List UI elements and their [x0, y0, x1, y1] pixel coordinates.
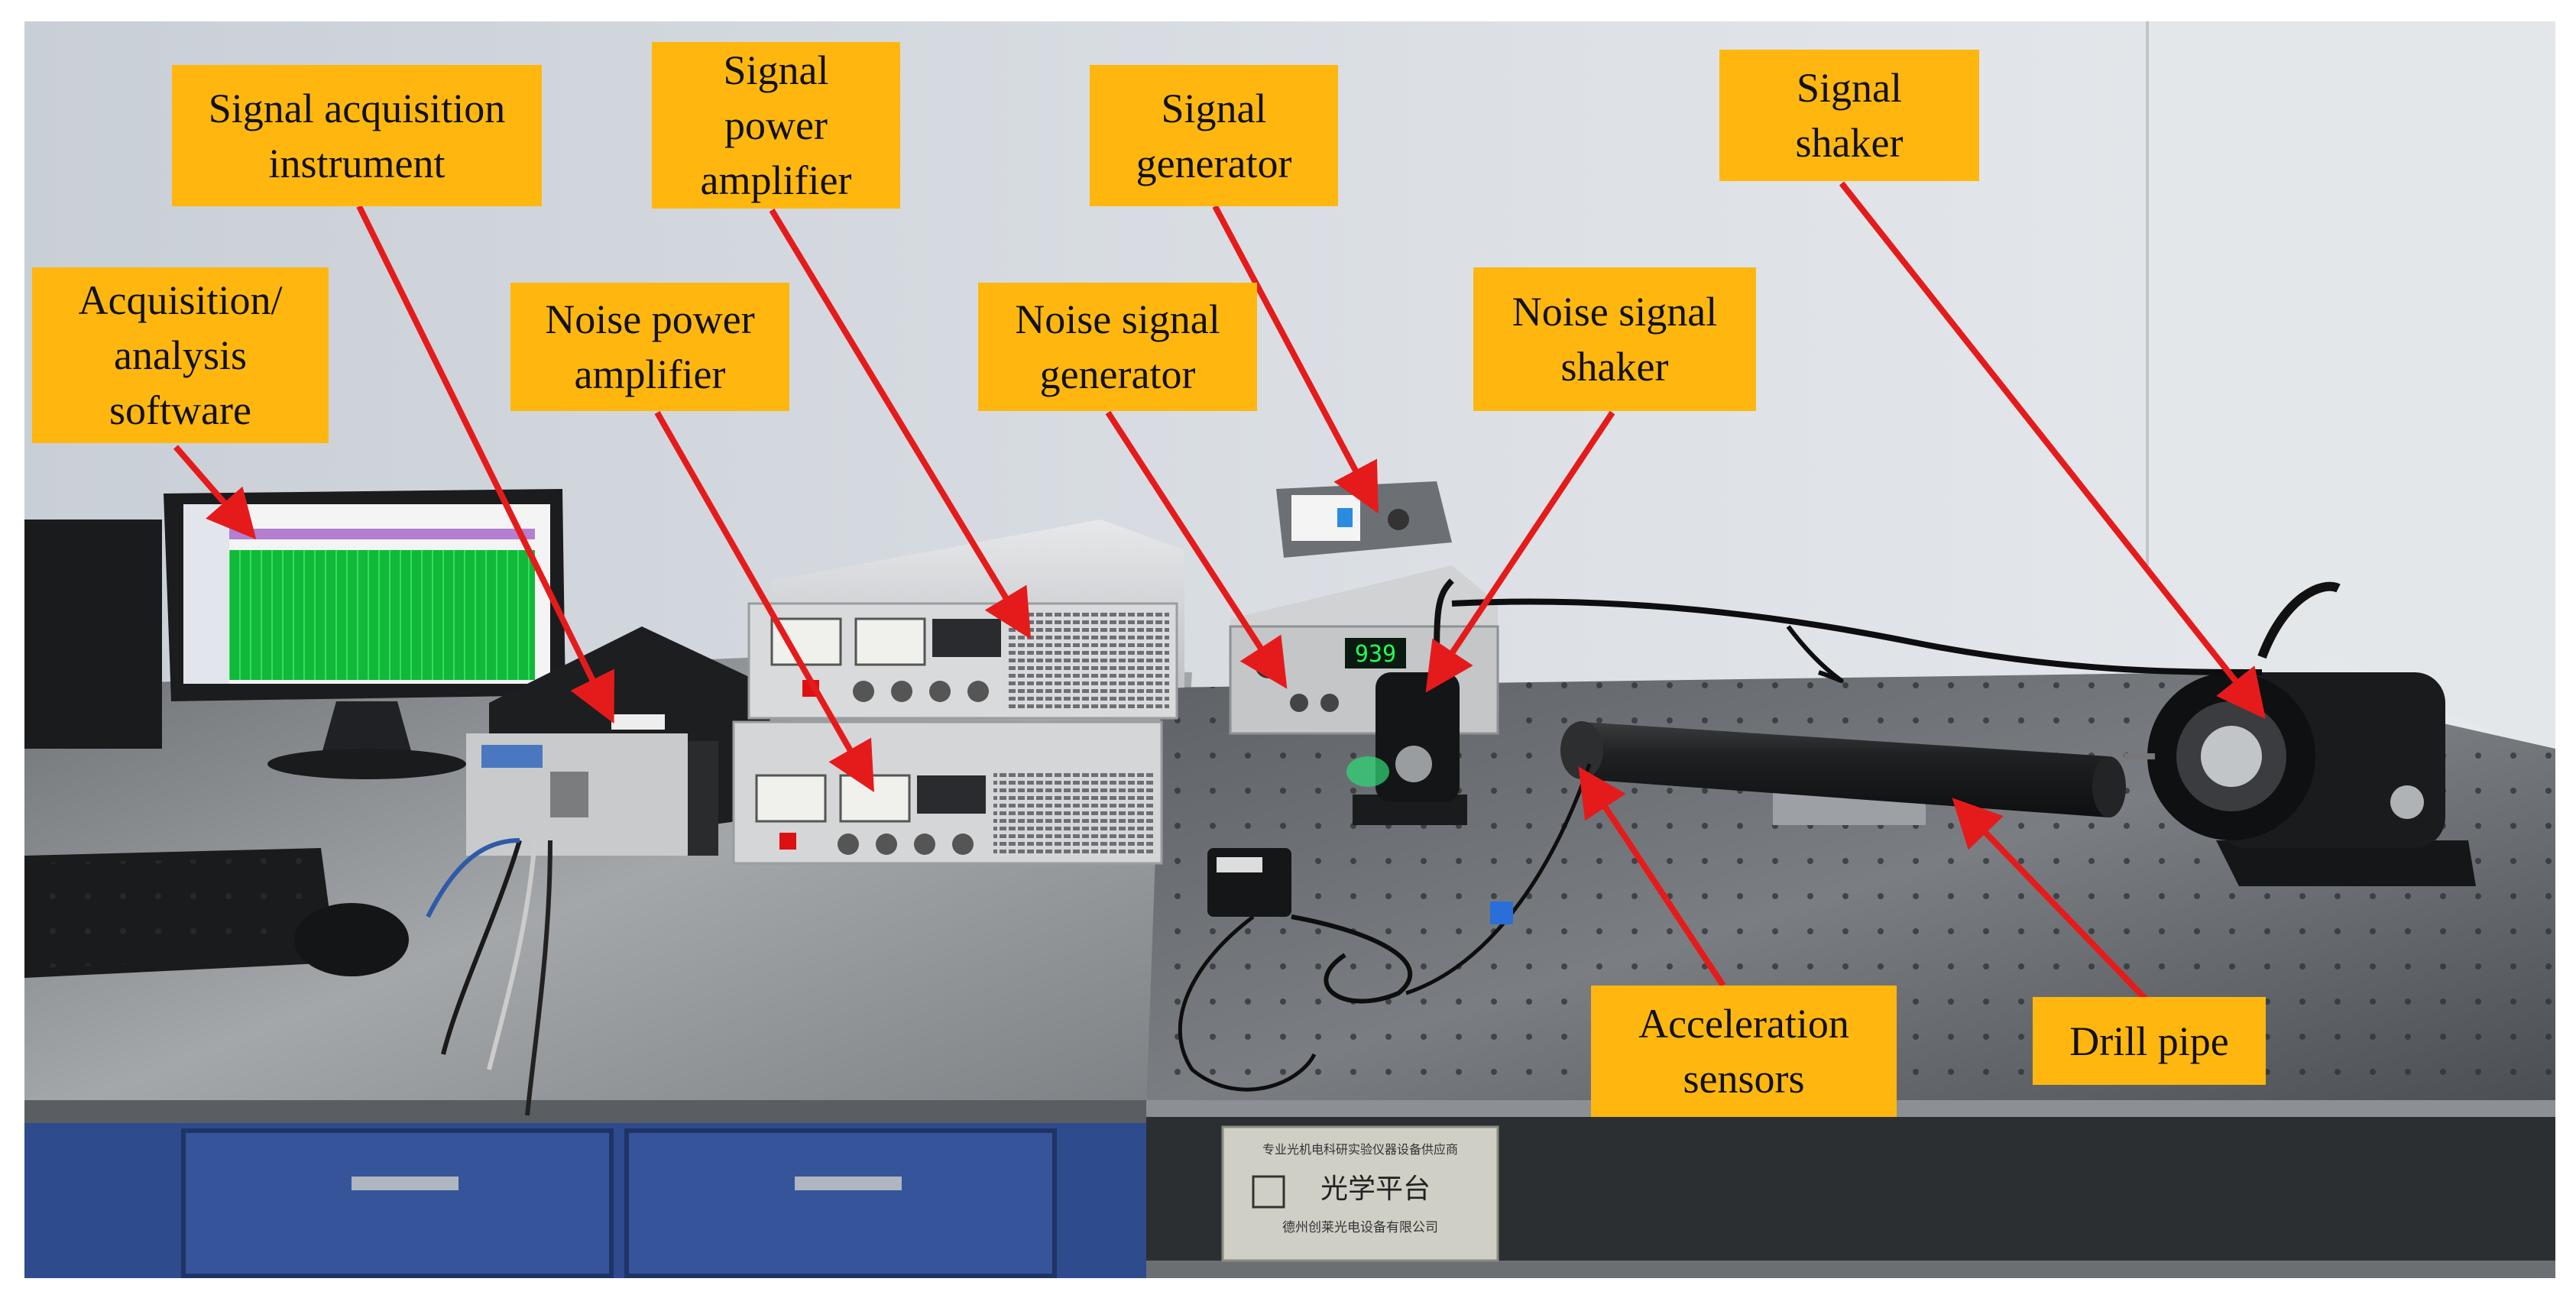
arrow-signal-power-amp [769, 208, 1032, 639]
label-drill-pipe: Drill pipe [2033, 997, 2266, 1085]
noise-shaker-unit [1346, 578, 1467, 825]
arrow-acq-software [173, 445, 257, 540]
signal-generator-unit [1276, 481, 1452, 558]
plate-title: 光学平台 [1320, 1173, 1431, 1205]
annotation-arrows [173, 181, 2266, 1003]
signal-shaker-unit [2124, 581, 2476, 886]
arrow-acq-instrument [356, 205, 614, 724]
waveform-display [229, 550, 535, 680]
arrow-noise-sig-gen [1105, 410, 1288, 689]
acquisition-instrument-box [466, 626, 772, 856]
drill-pipe-object [1560, 721, 2126, 825]
arrow-noise-shaker [1425, 410, 1615, 693]
arrow-accel-sensors [1578, 766, 1726, 988]
arrow-noise-power-amp [654, 411, 874, 792]
signal-power-amplifier-unit [747, 520, 1184, 720]
noise-power-amplifier-unit [732, 720, 1163, 865]
mouse [294, 903, 409, 976]
arrow-drill-pipe [1952, 798, 2150, 1003]
generator-display-value: 939 [1355, 641, 1396, 668]
arrow-signal-shaker [1839, 181, 2266, 720]
sensor-clip [1490, 901, 1513, 924]
monitor [164, 489, 565, 779]
plate-line1: 专业光机电科研实验仪器设备供应商 [1262, 1142, 1458, 1157]
arrow-signal-gen [1212, 205, 1379, 514]
plate-company: 德州创莱光电设备有限公司 [1282, 1220, 1438, 1235]
optical-table-nameplate: 专业光机电科研实验仪器设备供应商 光学平台 德州创莱光电设备有限公司 [1221, 1125, 1499, 1262]
